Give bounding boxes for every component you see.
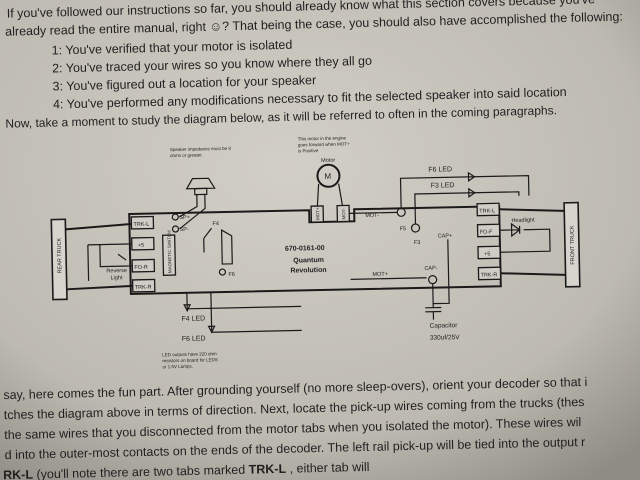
f6-led-label: F6 LED bbox=[182, 335, 206, 342]
after-line-5: RK-L (you'll note there are two tabs mar… bbox=[3, 460, 370, 480]
svg-text:TRK-L: TRK-L bbox=[133, 222, 149, 228]
reverse-light bbox=[99, 244, 133, 268]
motor bbox=[316, 163, 341, 188]
headlight-label: Headlight bbox=[511, 217, 535, 223]
f5-label: F5 bbox=[400, 226, 407, 232]
motor-note-2: goes forward when MOT+ bbox=[298, 141, 350, 147]
mot-plus-label: MOT+ bbox=[372, 272, 388, 278]
capacitor bbox=[425, 239, 450, 320]
capacitor-value: 330uf/25V bbox=[430, 334, 460, 342]
mot-plus-tab bbox=[310, 205, 325, 223]
trk-l-bold-2: TRK-L bbox=[248, 462, 286, 477]
trk-l-bold-1: RK-L bbox=[3, 468, 34, 480]
svg-text:MOT+: MOT+ bbox=[315, 207, 320, 220]
front-truck bbox=[563, 201, 581, 288]
speaker-note-2: ohms or greater. bbox=[170, 152, 203, 158]
mot-minus-label: MOT- bbox=[365, 213, 379, 219]
cap-minus-label: CAP- bbox=[424, 266, 437, 272]
after-line-5-mid: (you'll note there are two tabs marked bbox=[33, 463, 249, 480]
f5-led-label: F6 LED bbox=[428, 166, 452, 173]
after-line-5-end: , either tab will bbox=[286, 460, 370, 476]
svg-text:TRK-L: TRK-L bbox=[479, 208, 495, 214]
svg-text:MOT-: MOT- bbox=[341, 208, 346, 220]
magnetic-switch bbox=[161, 234, 177, 276]
svg-text:FO-F: FO-F bbox=[480, 229, 494, 235]
svg-text:TRK-R: TRK-R bbox=[135, 285, 152, 291]
svg-text:MAGNETIC SWITCH: MAGNETIC SWITCH bbox=[167, 230, 173, 273]
f4-label: F4 bbox=[212, 221, 219, 227]
rear-truck bbox=[50, 218, 68, 301]
sp-minus-label: SP- bbox=[179, 227, 188, 233]
led-note-3: or 1.5V Lamps. bbox=[162, 364, 193, 370]
speaker-note-1: Speaker impedance must be 8 bbox=[170, 146, 232, 152]
board-name-2: Revolution bbox=[290, 267, 326, 275]
svg-text:+5: +5 bbox=[138, 243, 144, 249]
decoder-board bbox=[128, 205, 502, 295]
capacitor-label: Capacitor bbox=[430, 322, 459, 330]
board-model: 670-0161-00 bbox=[285, 245, 325, 253]
intro-item-3: 3: You've figured out a location for you… bbox=[52, 73, 316, 93]
led-note-2: resistors on board for LEDS bbox=[162, 357, 218, 363]
f3-label: F3 bbox=[414, 240, 421, 246]
f3-led-label: F3 LED bbox=[431, 182, 455, 189]
board-name-1: Quantum bbox=[293, 257, 324, 265]
motor-label: Motor bbox=[321, 158, 335, 164]
f4-led-label: F4 LED bbox=[181, 315, 205, 322]
cap-plus-label: CAP+ bbox=[438, 233, 453, 239]
svg-text:+5: +5 bbox=[484, 251, 490, 257]
rear-truck-label: REAR TRUCK bbox=[57, 237, 64, 273]
f6-label: F6 bbox=[228, 272, 235, 278]
intro-item-1: 1: You've verified that your motor is is… bbox=[52, 38, 293, 58]
reverse-light-label-1: Reverse bbox=[106, 268, 127, 274]
front-truck-label: FRONT TRUCK bbox=[570, 225, 577, 265]
svg-text:TRK-R: TRK-R bbox=[481, 272, 498, 278]
wiring-diagram: REAR TRUCK FRONT TRUCK TRK-L +5 FO-R TRK… bbox=[50, 135, 581, 370]
led-note-1: LED outputs have 220 ohm bbox=[162, 351, 217, 357]
motor-note-1: This motor in the engine bbox=[298, 135, 347, 141]
svg-text:FO-R: FO-R bbox=[134, 265, 148, 271]
sp-plus-label: SP+ bbox=[179, 215, 190, 221]
pad-trk-l-left bbox=[130, 215, 155, 230]
motor-note-3: is Positive bbox=[298, 148, 319, 153]
reverse-light-label-2: Light bbox=[110, 275, 123, 281]
motor-symbol: M bbox=[324, 172, 331, 181]
